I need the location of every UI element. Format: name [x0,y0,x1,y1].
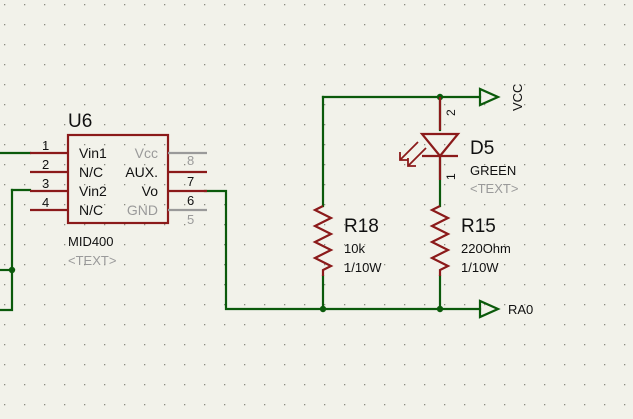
wire-vo-to-ra0 [203,189,442,311]
vcc-terminal[interactable]: VCC [478,84,525,111]
r15-value-label: 220Ohm [461,241,511,256]
u6-ref-label: U6 [68,111,92,132]
light-emission-icon [399,141,427,167]
r18-ref-label: R18 [344,216,379,237]
u6-pin1-num: 1 [42,138,49,153]
u6-pin5-name: GND [127,202,158,218]
junction-left [8,266,16,274]
d5-ref-label: D5 [470,138,494,159]
u6-pin3-num: 3 [42,176,49,191]
u6-pin7-num: 7 [187,174,194,189]
junction-r15-bottom [436,305,444,313]
u6-body [66,133,170,225]
d5-value-label: GREEN [470,163,516,178]
junctions [8,93,444,313]
u6-pin8-name: Vcc [135,145,158,161]
u6-pin6-name: Vo [142,183,159,199]
u6-pin7-name: AUX. [125,164,158,180]
d5-pin-top-num: 2 [444,109,458,116]
r18-power-label: 1/10W [344,260,382,275]
ra0-arrow-icon [478,299,501,319]
r15-ref-label: R15 [461,216,496,237]
u6-part-label: MID400 [68,234,114,249]
u6-pin3-name: Vin2 [79,183,107,199]
d5-triangle [419,132,461,158]
u6-pin5-num: 5 [187,212,194,227]
ra0-terminal[interactable]: RA0 [478,299,533,319]
u6-pin2-num: 2 [42,157,49,172]
r18-component[interactable]: R18 10k 1/10W [312,205,382,276]
vcc-label: VCC [510,84,525,111]
u6-pin4-num: 4 [42,195,49,210]
u6-component[interactable]: U6 1 2 3 4 Vin1 N/C Vin2 N/C Vcc AUX. Vo… [30,111,207,268]
wire-left-bus [0,188,14,312]
u6-left-pin-leads [30,151,68,212]
vcc-arrow-icon [478,87,501,107]
u6-left-pin-names: Vin1 N/C Vin2 N/C [79,145,107,218]
u6-text-placeholder: <TEXT> [68,253,116,268]
junction-r18-bottom [319,305,327,313]
u6-left-pin-numbers: 1 2 3 4 [42,138,49,210]
r15-component[interactable]: R15 220Ohm 1/10W [429,205,511,276]
d5-pin-bottom-num: 1 [444,173,458,180]
r18-value-label: 10k [344,241,365,256]
u6-pin4-name: N/C [79,202,103,218]
d5-component[interactable]: 2 1 D5 GREEN <TEXT> [399,97,518,196]
ra0-label: RA0 [508,302,533,317]
u6-pin8-num: 8 [187,153,194,168]
d5-text-placeholder: <TEXT> [470,181,518,196]
u6-pin2-name: N/C [79,164,103,180]
r15-power-label: 1/10W [461,260,499,275]
u6-pin6-num: 6 [187,193,194,208]
u6-right-pin-numbers: 8 7 6 5 [187,153,194,227]
u6-right-pin-leads [168,151,207,212]
u6-pin1-name: Vin1 [79,145,107,161]
r18-zigzag [312,205,334,276]
u6-right-pin-names: Vcc AUX. Vo GND [125,145,158,218]
r15-zigzag [429,205,451,276]
